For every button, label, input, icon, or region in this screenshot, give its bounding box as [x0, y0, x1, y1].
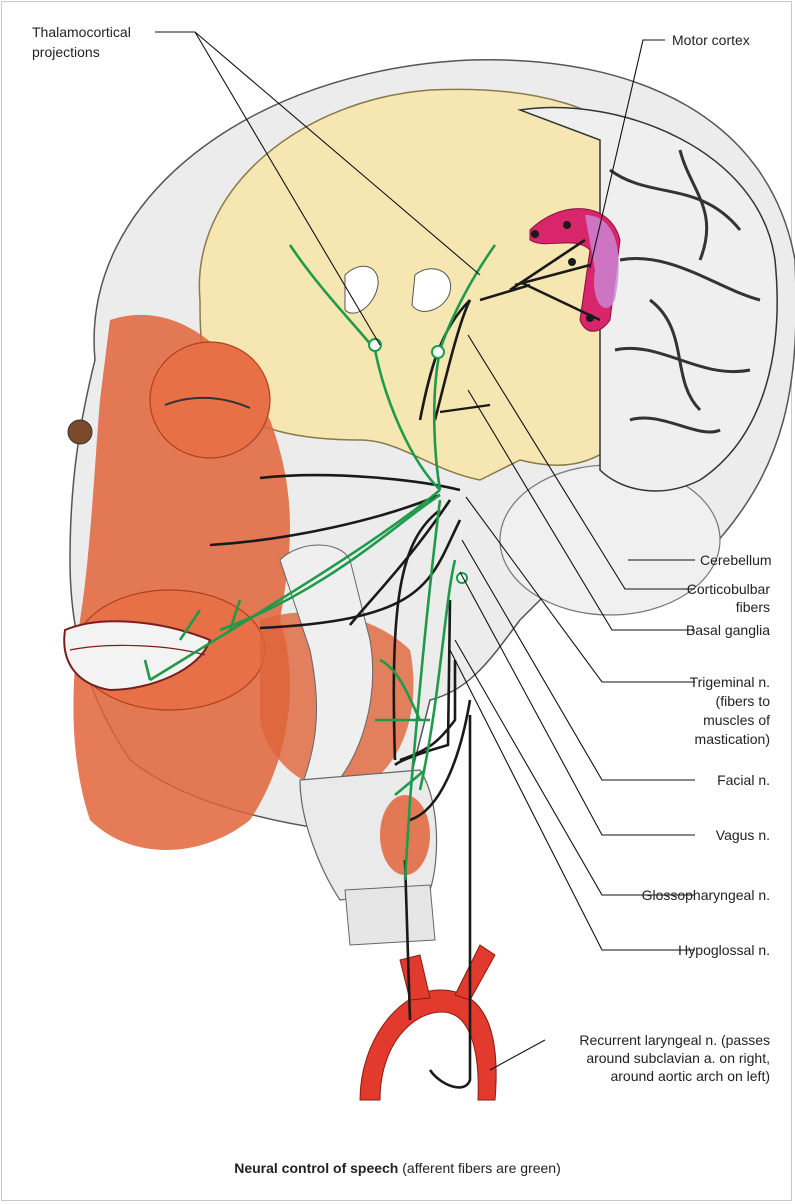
label-vagus: Vagus n.: [716, 827, 770, 844]
trachea: [345, 885, 435, 945]
orbicularis-oculi: [150, 342, 270, 458]
label-thalamocortical-line2: projections: [32, 44, 100, 61]
label-motor-cortex: Motor cortex: [672, 32, 750, 49]
label-thalamocortical-line1: Thalamocortical: [32, 24, 131, 41]
caption-title: Neural control of speech: [234, 1160, 398, 1176]
label-trigeminal-line3: muscles of: [703, 712, 770, 729]
eye: [68, 420, 92, 444]
label-recurrent-laryngeal-line1: Recurrent laryngeal n. (passes: [579, 1032, 770, 1049]
label-trigeminal-line2: (fibers to: [716, 693, 770, 710]
label-trigeminal-line1: Trigeminal n.: [690, 674, 770, 691]
label-corticobulbar-line1: Corticobulbar: [687, 581, 770, 598]
label-trigeminal-line4: mastication): [695, 731, 770, 748]
caption-note: (afferent fibers are green): [398, 1160, 560, 1176]
label-glossopharyngeal: Glossopharyngeal n.: [642, 887, 770, 904]
label-basal-ganglia: Basal ganglia: [686, 622, 770, 639]
label-cerebellum: Cerebellum: [700, 552, 772, 569]
aortic-arch: [360, 990, 496, 1100]
label-facial: Facial n.: [717, 772, 770, 789]
label-corticobulbar-line2: fibers: [736, 599, 770, 616]
label-recurrent-laryngeal-line3: around aortic arch on left): [610, 1068, 770, 1085]
figure-caption: Neural control of speech (afferent fiber…: [0, 1160, 795, 1176]
label-hypoglossal: Hypoglossal n.: [678, 942, 770, 959]
label-recurrent-laryngeal-line2: around subclavian a. on right,: [586, 1050, 770, 1067]
